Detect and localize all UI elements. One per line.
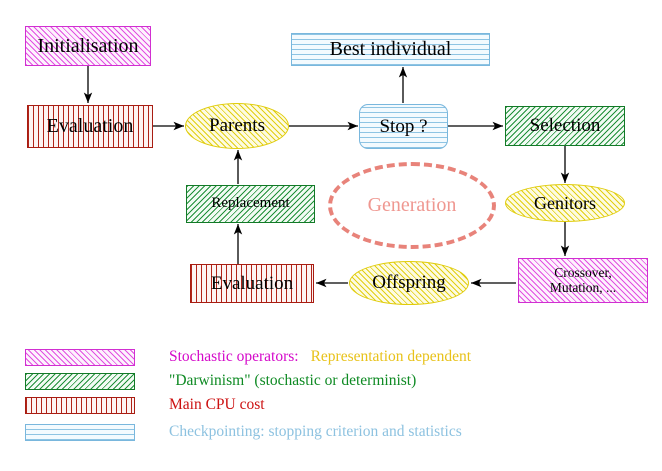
node-evaluation-top[interactable]: Evaluation xyxy=(27,105,153,148)
legend-item-darwinism: "Darwinism" (stochastic or determinist) xyxy=(25,372,416,390)
node-replacement[interactable]: Replacement xyxy=(186,185,315,223)
node-genitors[interactable]: Genitors xyxy=(505,184,625,222)
node-generation-group: Generation xyxy=(328,162,496,249)
legend-swatch-blue xyxy=(25,423,135,441)
legend-swatch-magenta xyxy=(25,348,135,366)
legend-item-main-cpu-cost: Main CPU cost xyxy=(25,396,265,414)
legend-swatch-red xyxy=(25,396,135,414)
node-selection[interactable]: Selection xyxy=(505,106,625,146)
node-stop[interactable]: Stop ? xyxy=(359,104,448,149)
legend-label-darwinism: "Darwinism" (stochastic or determinist) xyxy=(169,372,417,389)
legend-swatch-green xyxy=(25,372,135,390)
node-offspring[interactable]: Offspring xyxy=(349,261,469,305)
legend-label-checkpointing: Checkpointing: stopping criterion and st… xyxy=(169,423,462,440)
node-crossover-mutation[interactable]: Crossover, Mutation, ... xyxy=(518,258,648,303)
legend-item-checkpointing: Checkpointing: stopping criterion and st… xyxy=(25,423,462,441)
node-best-individual[interactable]: Best individual xyxy=(291,33,490,66)
node-initialisation[interactable]: Initialisation xyxy=(25,26,151,66)
generation-label: Generation xyxy=(367,194,457,216)
node-evaluation-bottom[interactable]: Evaluation xyxy=(190,264,314,303)
legend-label-stochastic-operators: Stochastic operators: xyxy=(169,348,299,365)
legend-label-representation-dependent: Representation dependent xyxy=(310,348,472,365)
legend-label-main-cpu-cost: Main CPU cost xyxy=(169,396,265,413)
legend-item-stochastic-operators: Stochastic operators: Representation dep… xyxy=(25,348,471,366)
node-parents[interactable]: Parents xyxy=(185,103,289,149)
